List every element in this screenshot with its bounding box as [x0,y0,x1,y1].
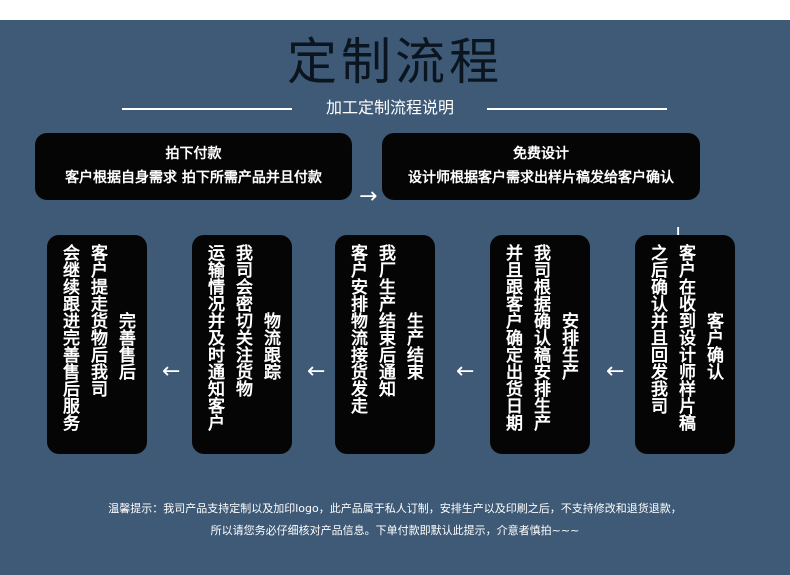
subtitle: 加工定制流程说明 [325,98,454,117]
step-design-desc: 设计师根据客户需求出样片稿发给客户确认 [408,170,674,186]
step-after-sales-col-2: 会继续跟进完善售后服务 [59,244,79,431]
step-after-sales: 完善售后 客户提走货物后我司 会继续跟进完善售后服务 [47,235,147,454]
step-production: 安排生产 我司根据确认稿安排生产 并且跟客户确定出货日期 [490,235,590,454]
step-logistics-title: 物流跟踪 [260,312,280,380]
arrow-left-icon: ← [162,359,181,384]
step-design-title: 免费设计 [513,146,569,162]
arrow-left-icon: ← [307,359,326,384]
notice-line-2: 所以请您务必仔细核对产品信息。下单付款即默认此提示，介意者慎拍~~~ [210,524,580,537]
step-production-col-2: 并且跟客户确定出货日期 [502,244,522,431]
step-after-sales-col-1: 客户提走货物后我司 [87,244,107,397]
step-pay: 拍下付款 客户根据自身需求 拍下所需产品并且付款 [35,133,352,200]
step-pay-title: 拍下付款 [165,146,222,162]
arrow-right-icon: → [359,184,378,209]
step-confirm-col-2: 之后确认并且回发我司 [647,244,667,414]
subtitle-divider-left [122,108,292,110]
step-design: 免费设计 设计师根据客户需求出样片稿发给客户确认 [382,133,700,200]
step-pay-desc: 客户根据自身需求 拍下所需产品并且付款 [65,170,322,186]
step-confirm: 客户确认 客户在收到设计师样片稿 之后确认并且回发我司 [635,235,735,454]
step-production-end-col-2: 客户安排物流接货发走 [347,244,367,414]
step-confirm-col-1: 客户在收到设计师样片稿 [675,244,695,431]
subtitle-divider-right [487,108,667,110]
step-production-end-title: 生产结束 [403,312,423,380]
step-confirm-title: 客户确认 [703,312,723,380]
arrow-left-icon: ← [456,359,475,384]
page-title: 定制流程 [287,33,503,91]
notice-line-1: 温馨提示：我司产品支持定制以及加印logo，此产品属于私人订制，安排生产以及印刷… [108,502,682,515]
arrow-left-icon: ← [606,359,625,384]
step-production-title: 安排生产 [558,312,578,380]
step-logistics: 物流跟踪 我司会密切关注货物 运输情况并及时通知客户 [192,235,292,454]
subtitle-row: 加工定制流程说明 [0,96,790,120]
step-logistics-col-2: 运输情况并及时通知客户 [204,244,224,431]
step-logistics-col-1: 我司会密切关注货物 [232,244,252,397]
step-production-col-1: 我司根据确认稿安排生产 [530,244,550,431]
step-production-end: 生产结束 我厂生产结束后通知 客户安排物流接货发走 [335,235,435,454]
step-production-end-col-1: 我厂生产结束后通知 [375,244,395,397]
step-after-sales-title: 完善售后 [115,312,135,380]
